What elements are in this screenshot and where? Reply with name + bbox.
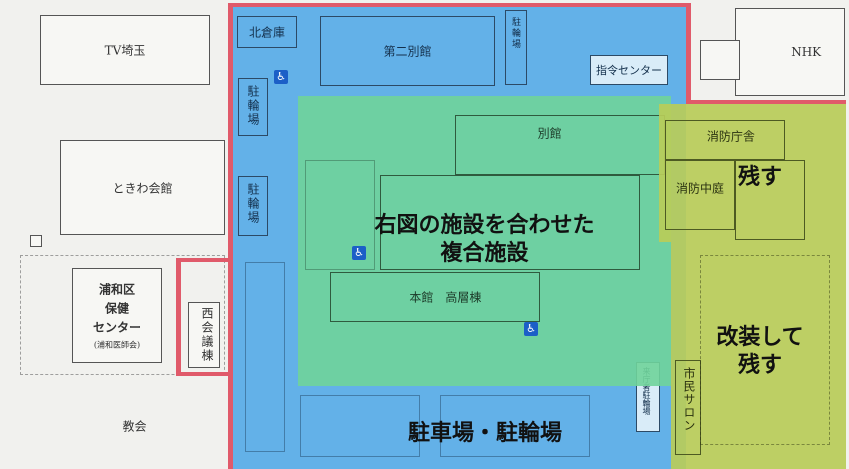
label-hoken: 保健 [104, 301, 130, 316]
road-notch-h1 [176, 258, 231, 262]
label-center: センター [92, 320, 142, 335]
accessible-parking-icon-2: ♿ [524, 322, 538, 336]
road-left [228, 5, 233, 469]
building-core [380, 175, 640, 270]
building-nishi-kaigi: 西 会 議 棟 [188, 302, 220, 368]
bike-parking-left-2: 駐輪場 [238, 176, 268, 236]
label-shimin-salon: 市民サロン [682, 367, 696, 432]
label-raichosha: 来庁者駐輪場 [642, 367, 651, 415]
road-right [686, 3, 691, 103]
building-fire-east [735, 160, 805, 240]
building-shirei-center: 指令センター [590, 55, 668, 85]
small-square-1 [30, 235, 42, 247]
parking-stalls-green [305, 160, 375, 270]
label-shobo-nakaniwa: 消防中庭 [675, 181, 725, 196]
building-kyokai: 教会 [30, 388, 220, 463]
label-keep: 残す [737, 165, 782, 190]
label-urawa-ku: 浦和区 [98, 282, 136, 297]
label-kitakura: 北倉庫 [248, 25, 286, 40]
accessible-parking-icon-1: ♿ [274, 70, 288, 84]
label-churinjo-left-1: 駐輪場 [246, 85, 260, 127]
building-tokiwa-kaikan: ときわ会館 [60, 140, 225, 235]
overlay-green [298, 96, 671, 386]
label-center-line2: 複合施設 [440, 240, 529, 266]
road-top [228, 3, 688, 7]
parking-stalls-left [245, 262, 285, 452]
building-tv-saitama: TV埼玉 [40, 15, 210, 85]
building-shimin-salon: 市民サロン [675, 360, 701, 455]
label-kyokai: 教会 [122, 419, 147, 433]
lot-outline [20, 255, 225, 375]
label-shirei: 指令センター [596, 64, 662, 77]
label-daini-bekkan: 第二別館 [383, 44, 432, 59]
parking-stalls-bottom-1 [300, 395, 420, 457]
label-churinjo-top: 駐輪場 [510, 17, 520, 50]
label-nishi-kaigi-3: 議 [200, 335, 214, 349]
label-nishi-kaigi-4: 棟 [200, 349, 214, 363]
nhk-annex [700, 40, 740, 80]
label-renovate: 改装して 残す [685, 324, 835, 379]
label-nishi-kaigi-1: 西 [200, 307, 214, 321]
building-urawa-hoken: 浦和区 保健 センター (浦和医師会) [72, 268, 162, 363]
label-renovate-line1: 改装して [716, 325, 804, 350]
overlay-olive-top [659, 104, 846, 242]
road-nhk-bottom [686, 100, 846, 104]
building-shobo-nakaniwa: 消防中庭 [665, 160, 735, 230]
label-honkan: 本館 高層棟 [409, 290, 482, 305]
label-churinjo-left-2: 駐輪場 [246, 183, 260, 225]
label-nhk: NHK [791, 45, 822, 59]
road-notch-v [176, 258, 181, 376]
label-tv-saitama: TV埼玉 [104, 43, 146, 58]
building-honkan: 本館 高層棟 [330, 272, 540, 322]
bike-parking-top: 駐輪場 [505, 10, 527, 85]
label-urawa-ishikai: (浦和医師会) [93, 340, 141, 350]
accessible-parking-icon-3: ♿ [352, 246, 366, 260]
label-center-line1: 右図の施設を合わせた [374, 213, 595, 238]
parking-stalls-bottom-2 [440, 395, 590, 457]
road-notch-h2 [176, 372, 231, 376]
label-renovate-line2: 残す [737, 352, 782, 378]
label-center-complex: 右図の施設を合わせた 複合施設 [312, 212, 657, 267]
building-kitakura: 北倉庫 [237, 16, 297, 48]
label-parking: 駐車場・駐輪場 [407, 421, 562, 446]
label-bekkan: 別館 [537, 126, 562, 141]
plaza-outline [700, 255, 830, 445]
building-daini-bekkan: 第二別館 [320, 16, 495, 86]
label-shobo-chosha: 消防庁舎 [706, 129, 755, 144]
label-nishi-kaigi-2: 会 [200, 321, 214, 335]
bike-parking-left-1: 駐輪場 [238, 78, 268, 136]
label-tokiwa-kaikan: ときわ会館 [112, 181, 173, 195]
building-shobo-chosha: 消防庁舎 [665, 120, 785, 160]
building-bekkan: 別館 [455, 115, 665, 175]
building-nhk: NHK [735, 8, 845, 96]
